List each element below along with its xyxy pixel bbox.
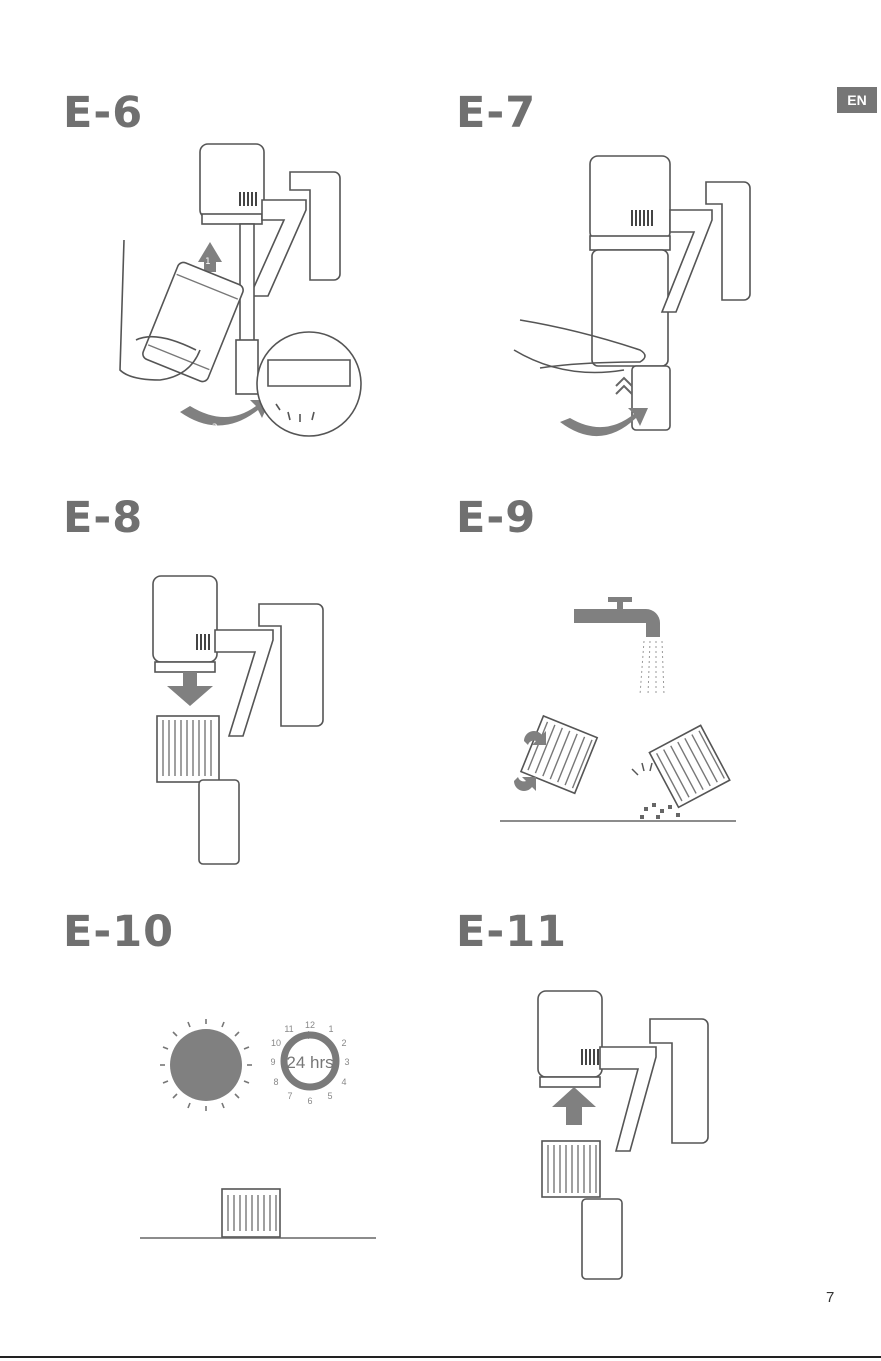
language-badge: EN bbox=[837, 87, 877, 113]
step-title-e10: E-10 bbox=[63, 911, 174, 954]
faucet-icon bbox=[574, 597, 660, 637]
arrow-label-1: 1 bbox=[205, 257, 211, 267]
step-title-e11: E-11 bbox=[456, 911, 567, 954]
clock-number-2: 2 bbox=[341, 1038, 346, 1048]
page-number: 7 bbox=[826, 1289, 834, 1306]
step-title-e8: E-8 bbox=[63, 497, 143, 540]
clock-icon: 24 hrs 12 1 2 3 4 5 6 7 8 9 10 11 bbox=[270, 1020, 349, 1106]
clock-number-9: 9 bbox=[270, 1057, 275, 1067]
clock-number-11: 11 bbox=[284, 1024, 293, 1034]
bottom-divider bbox=[0, 1356, 881, 1358]
sun-icon bbox=[160, 1019, 252, 1111]
illustration-e7-install-bin bbox=[510, 150, 770, 440]
clock-number-7: 7 bbox=[287, 1091, 292, 1101]
step-title-e6: E-6 bbox=[63, 92, 143, 135]
illustration-e10-dry-filter: 24 hrs 12 1 2 3 4 5 6 7 8 9 10 11 bbox=[140, 1015, 380, 1245]
clock-number-8: 8 bbox=[273, 1077, 278, 1087]
step-title-e9: E-9 bbox=[456, 497, 536, 540]
duration-label: 24 hrs bbox=[286, 1053, 333, 1072]
clock-number-12: 12 bbox=[305, 1020, 315, 1030]
illustration-e11-reinstall-filter bbox=[530, 985, 730, 1285]
clock-number-3: 3 bbox=[344, 1057, 349, 1067]
clock-number-6: 6 bbox=[307, 1096, 312, 1106]
illustration-e9-wash-filter bbox=[500, 595, 740, 825]
clock-number-1: 1 bbox=[328, 1024, 333, 1034]
clock-number-5: 5 bbox=[327, 1091, 332, 1101]
illustration-e6-remove-filter: 1 2 bbox=[110, 140, 370, 440]
illustration-e8-insert-filter bbox=[145, 570, 345, 870]
clock-number-10: 10 bbox=[271, 1038, 281, 1048]
step-title-e7: E-7 bbox=[456, 92, 536, 135]
arrow-label-2: 2 bbox=[212, 423, 218, 433]
clock-number-4: 4 bbox=[341, 1077, 346, 1087]
